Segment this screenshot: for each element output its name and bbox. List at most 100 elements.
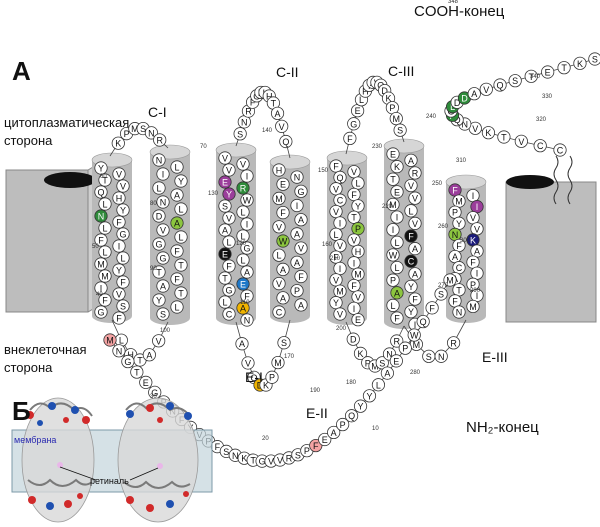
residue-number: 40: [96, 292, 103, 298]
loop-residue: R: [446, 336, 461, 350]
helix-1-residue: L: [98, 221, 112, 235]
helix-1-residue: H: [112, 191, 126, 205]
svg-text:V: V: [268, 457, 274, 467]
extracellular-label-2: сторона: [4, 360, 53, 375]
svg-text:L: L: [174, 303, 179, 313]
svg-text:A: A: [174, 191, 180, 201]
residue-number: 20: [262, 436, 269, 442]
svg-text:Y: Y: [333, 298, 339, 308]
svg-text:K: K: [394, 162, 400, 172]
svg-text:R: R: [286, 453, 293, 463]
svg-text:Y: Y: [408, 282, 414, 292]
svg-text:I: I: [396, 213, 399, 223]
helix-7-residue: M: [466, 299, 480, 314]
helix-4-residue: G: [294, 184, 308, 198]
svg-text:P: P: [269, 373, 275, 383]
svg-text:M: M: [446, 276, 454, 286]
cooh-terminus-label: COOH-конец: [414, 3, 505, 20]
loop-residue: R: [153, 133, 167, 147]
retinal-pointer-right: [129, 467, 159, 481]
loop-residue: G: [347, 117, 361, 131]
loop-residue: A: [270, 106, 285, 120]
helix-2-residue: L: [174, 202, 188, 216]
svg-text:E: E: [355, 106, 361, 116]
helix-3-residue: S: [218, 199, 232, 213]
svg-text:Y: Y: [358, 402, 364, 412]
loop-residue: P: [385, 101, 399, 115]
helix-5-residue: Y: [351, 199, 365, 213]
retinal-label: ретиналь: [90, 476, 129, 486]
loop-residue: V: [152, 334, 166, 348]
helix-3-residue: V: [222, 211, 236, 225]
helix-1-residue: I: [94, 281, 108, 295]
svg-text:V: V: [355, 292, 361, 302]
residue-number: 60: [100, 174, 107, 180]
helix-5-residue: C: [333, 193, 347, 207]
svg-text:S: S: [237, 129, 243, 139]
helix-3-residue: T: [218, 271, 232, 285]
nh2-terminus-label: NH₂-конец: [466, 419, 539, 436]
svg-text:M: M: [455, 197, 463, 207]
svg-text:F: F: [429, 303, 435, 313]
helix-6-residue: A: [404, 153, 418, 167]
n-terminus-residue: P: [398, 341, 412, 355]
svg-text:A: A: [275, 109, 281, 119]
svg-text:T: T: [178, 289, 184, 299]
svg-text:A: A: [471, 89, 477, 99]
helix-2-residue: L: [152, 181, 166, 195]
palmitoyl-chain-2: [567, 155, 573, 205]
svg-text:N: N: [294, 173, 301, 183]
svg-text:M: M: [131, 124, 139, 134]
helix-5-residue: V: [329, 204, 343, 219]
n-terminus-residue: M: [103, 333, 117, 347]
svg-text:W: W: [410, 331, 419, 341]
helix-4-residue: N: [290, 170, 304, 184]
svg-text:L: L: [359, 95, 364, 105]
membrane-label: мембрана: [14, 435, 56, 445]
svg-text:S: S: [222, 202, 228, 212]
retinal-pointer-left: [59, 466, 97, 481]
svg-text:P: P: [355, 224, 361, 234]
svg-text:L: L: [178, 233, 183, 243]
helix-3-residue: A: [236, 301, 250, 315]
helix-2-residue: F: [170, 272, 184, 286]
helix-3-residue: N: [240, 313, 254, 327]
residue-numbers: 1020304050607080901001101201301401501601…: [92, 0, 553, 442]
svg-text:F: F: [394, 314, 400, 324]
membrane-blocks: [5, 157, 597, 323]
svg-text:N: N: [386, 349, 393, 359]
svg-text:S: S: [397, 126, 403, 136]
svg-text:A: A: [146, 350, 152, 360]
svg-text:S: S: [120, 302, 126, 312]
svg-text:L: L: [333, 230, 338, 240]
svg-text:N: N: [148, 128, 155, 138]
svg-text:M: M: [275, 194, 283, 204]
svg-text:P: P: [470, 280, 476, 290]
helix-6-residue: E: [386, 147, 400, 161]
svg-text:L: L: [102, 224, 107, 234]
svg-text:I: I: [296, 201, 299, 211]
svg-text:L: L: [394, 238, 399, 248]
svg-text:V: V: [226, 166, 232, 176]
svg-text:V: V: [333, 207, 339, 217]
helix-1-residue: V: [116, 179, 130, 193]
svg-text:I: I: [162, 170, 165, 180]
svg-text:A: A: [239, 339, 245, 349]
svg-text:N: N: [160, 198, 167, 208]
helix-5-residue: Y: [329, 296, 343, 310]
helix-7-residue: I: [470, 266, 484, 280]
svg-text:I: I: [476, 269, 479, 279]
helix-1-residue: F: [112, 215, 126, 229]
helix-7-residue: P: [448, 205, 462, 219]
svg-text:N: N: [452, 230, 459, 240]
residue-number: 300: [460, 238, 471, 244]
svg-text:N: N: [156, 156, 163, 166]
residue-number: 320: [536, 117, 547, 123]
helix-2-residue: T: [174, 258, 188, 272]
svg-text:L: L: [156, 184, 161, 194]
svg-text:I: I: [476, 202, 479, 212]
svg-text:T: T: [561, 63, 567, 73]
svg-text:M: M: [469, 302, 477, 312]
helix-1-residue: G: [116, 227, 130, 241]
c-terminus-residue: Q: [493, 78, 507, 92]
